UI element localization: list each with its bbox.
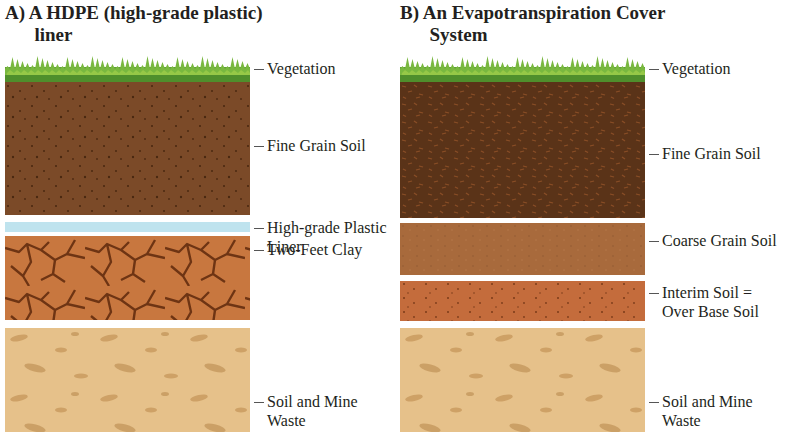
layer-label: Two-Feet Clay [267,240,389,259]
layer-drawing [5,236,250,320]
layer-drawing [5,53,250,82]
layer-label: Soil and Mine Waste [267,392,389,430]
column-heading: A) A HDPE (high-grade plastic) liner [5,2,284,46]
layer-drawing [5,82,250,215]
leader-tick [649,402,659,403]
layer-label: Coarse Grain Soil [662,231,784,250]
layer-label: Soil and Mine Waste [662,392,784,430]
layer-drawing [400,328,645,432]
layer-drawing [400,281,645,321]
layer-label: Vegetation [662,59,784,78]
soil-layer: Vegetation [5,53,390,82]
layer-drawing [400,223,645,275]
soil-layer: Coarse Grain Soil [400,223,785,275]
soil-band [400,281,645,321]
layer-label: Interim Soil = Over Base Soil [662,283,784,321]
soil-band [400,223,645,275]
soil-layer: Two-Feet Clay [5,236,390,320]
leader-tick [254,69,264,70]
layer-drawing [5,222,250,232]
leader-tick [649,293,659,294]
layer-label: Vegetation [267,59,389,78]
leader-tick [254,146,264,147]
vegetation-illustration [400,53,645,82]
layer-label: Fine Grain Soil [267,136,389,155]
soil-band [5,82,250,215]
column-heading: B) An Evapotranspiration Cover System [400,2,719,46]
soil-layer: Vegetation [400,53,785,82]
leader-tick [649,154,659,155]
soil-band [400,82,645,218]
cover-system-column: A) A HDPE (high-grade plastic) linerVege… [5,2,390,434]
leader-tick [254,402,264,403]
soil-band [5,328,250,432]
vegetation-illustration [5,53,250,82]
soil-layer: Fine Grain Soil [400,82,785,218]
leader-tick [649,69,659,70]
layer-drawing [400,82,645,218]
soil-band [5,236,250,320]
soil-layer: Interim Soil = Over Base Soil [400,281,785,321]
soil-band [400,328,645,432]
soil-band [5,222,250,232]
cover-system-column: B) An Evapotranspiration Cover SystemVeg… [400,2,785,434]
leader-tick [254,228,264,229]
layer-drawing [400,53,645,82]
soil-layer: Fine Grain Soil [5,82,390,215]
soil-layer: Soil and Mine Waste [400,328,785,432]
layer-label: Fine Grain Soil [662,144,784,163]
leader-tick [649,241,659,242]
leader-tick [254,250,264,251]
soil-layer: Soil and Mine Waste [5,328,390,432]
soil-layer: High-grade Plastic Liner [5,222,390,232]
layer-drawing [5,328,250,432]
